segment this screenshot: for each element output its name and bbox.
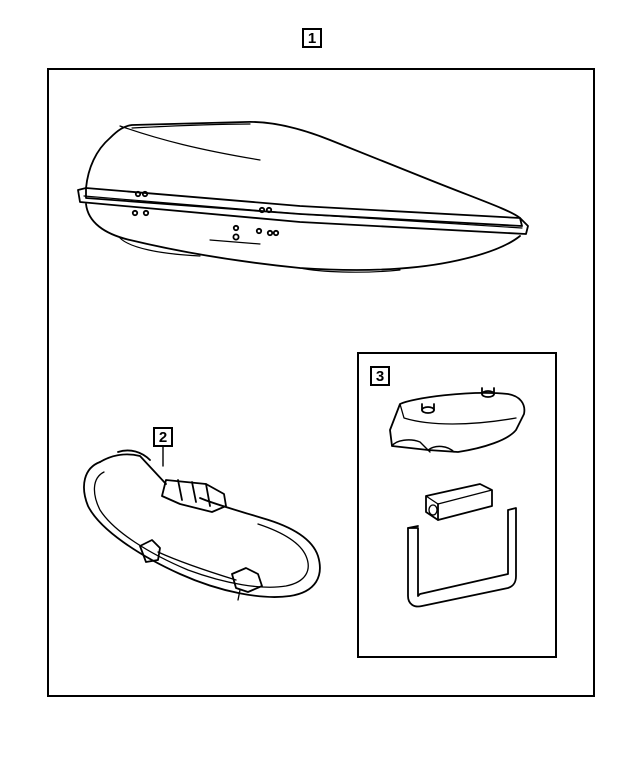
tie-down-strap-icon xyxy=(83,449,321,601)
mount-cap-icon xyxy=(389,387,526,453)
cargo-box-icon xyxy=(77,121,529,273)
callout-3: 3 xyxy=(370,366,390,386)
mount-block-icon xyxy=(425,483,493,521)
u-bolt-icon xyxy=(407,507,517,608)
callout-1: 1 xyxy=(302,28,322,48)
kit-frame xyxy=(47,68,595,697)
mounting-hardware-frame xyxy=(357,352,557,658)
callout-2: 2 xyxy=(153,427,173,447)
